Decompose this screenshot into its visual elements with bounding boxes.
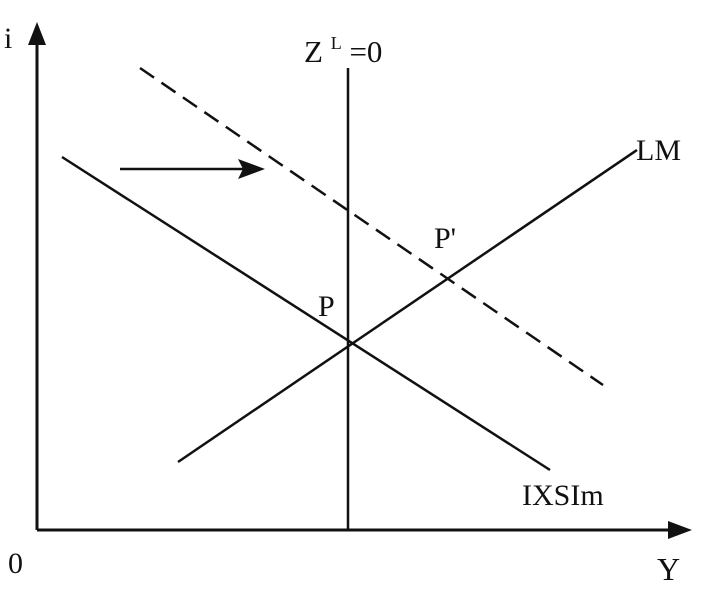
- vertical-line-label-sup: L: [331, 33, 342, 53]
- x-axis-arrowhead: [668, 521, 692, 539]
- vertical-line-label-rest: =0: [349, 34, 382, 69]
- vertical-line-label: Z L =0: [304, 21, 382, 69]
- shift-arrowhead: [238, 159, 265, 179]
- ixsim-label: IXSIm: [522, 479, 604, 512]
- point-p-label: P: [318, 290, 335, 323]
- y-axis-arrowhead: [28, 22, 46, 45]
- vertical-line-label-base: Z: [304, 34, 323, 69]
- ixsim-curve: [61, 155, 551, 472]
- lm-label: LM: [636, 134, 681, 167]
- y-axis-label: i: [4, 22, 12, 55]
- x-axis-label: Y: [657, 551, 680, 587]
- lm-curve: [177, 148, 638, 464]
- origin-label: 0: [8, 547, 23, 580]
- point-p-prime-label: P': [434, 222, 456, 255]
- shifted-ixsim-curve: [139, 66, 604, 387]
